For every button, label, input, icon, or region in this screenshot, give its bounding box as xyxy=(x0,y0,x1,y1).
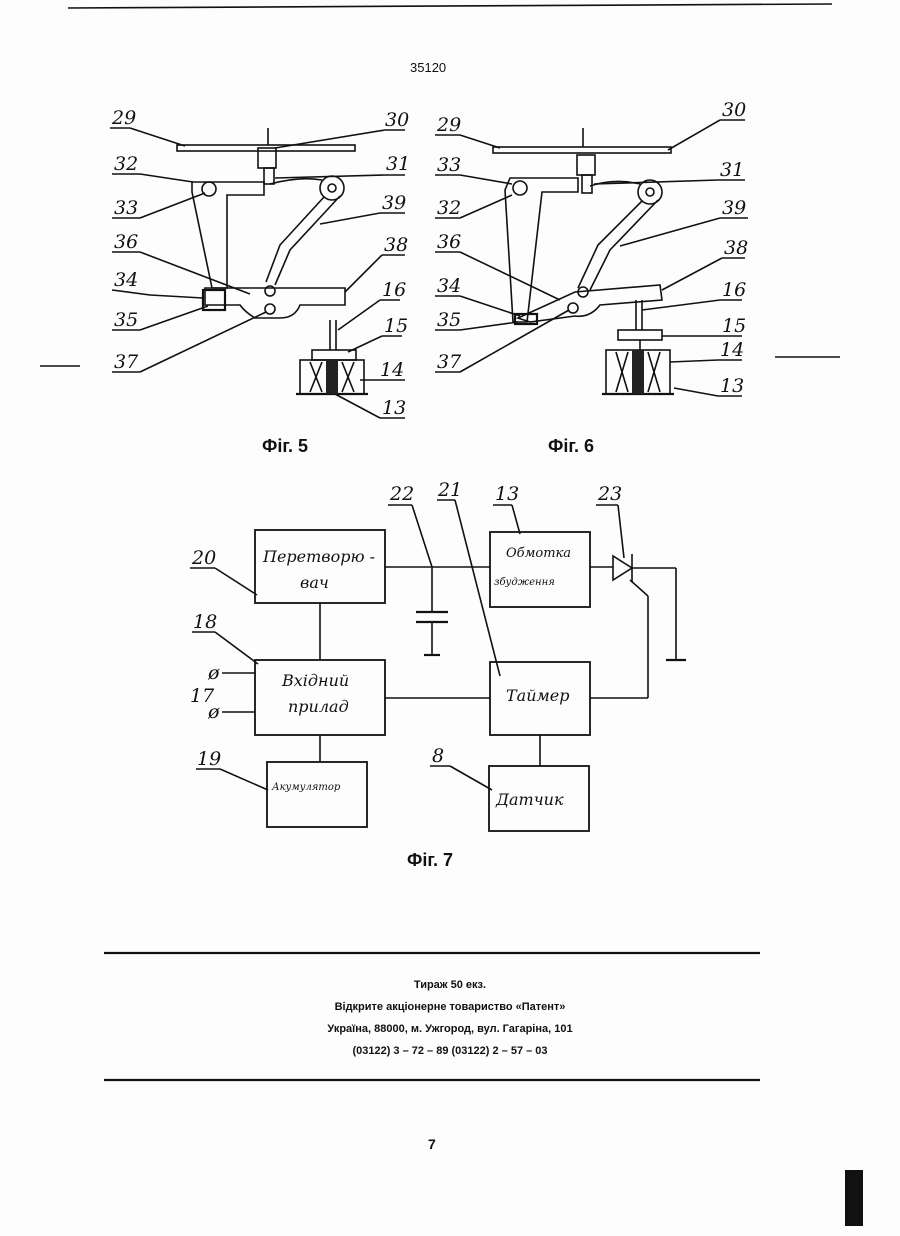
terminal-symbol-2: ø xyxy=(207,701,220,723)
document-number: 35120 xyxy=(410,60,446,75)
fig5-ref-15: 15 xyxy=(384,315,408,337)
thyristor-symbol xyxy=(613,556,632,580)
ref-18: 18 xyxy=(193,611,217,633)
figure-5-drawing xyxy=(110,128,405,418)
ref-13: 13 xyxy=(495,483,519,505)
fig6-ref-33: 33 xyxy=(437,154,461,176)
fig5-ref-14: 14 xyxy=(380,359,404,381)
fig5-ref-34: 34 xyxy=(114,269,138,291)
converter-label-1: Перетворю - xyxy=(262,547,375,566)
fig6-reference-labels: 29 30 33 31 32 39 36 38 34 16 35 15 37 1… xyxy=(436,99,748,397)
sensor-label: Датчик xyxy=(495,790,564,809)
fig5-ref-33: 33 xyxy=(114,197,138,219)
fig5-ref-38: 38 xyxy=(384,234,408,256)
imprint-circulation: Тираж 50 екз. xyxy=(0,979,900,991)
figure-6-drawing xyxy=(435,120,748,396)
ref-20: 20 xyxy=(191,547,216,569)
fig6-ref-36: 36 xyxy=(437,231,461,253)
imprint-address: Україна, 88000, м. Ужгород, вул. Гагарін… xyxy=(0,1023,900,1035)
ref-22: 22 xyxy=(389,483,414,505)
scan-edge-mark xyxy=(845,1170,863,1226)
fig6-ref-34: 34 xyxy=(437,275,461,297)
winding-label-2: збудження xyxy=(494,577,555,588)
fig6-ref-14: 14 xyxy=(720,339,744,361)
fig5-lever xyxy=(192,182,264,288)
ref-19: 19 xyxy=(197,748,221,770)
fig5-ref-29: 29 xyxy=(111,107,136,129)
figure-6-caption: Фіг. 6 xyxy=(548,436,594,457)
winding-block xyxy=(490,532,590,607)
fig6-ref-31: 31 xyxy=(720,159,744,181)
input-label-2: прилад xyxy=(288,697,349,716)
fig5-ref-32: 32 xyxy=(114,153,138,175)
fig5-ref-36: 36 xyxy=(114,231,138,253)
imprint-phones: (03122) 3 – 72 – 89 (03122) 2 – 57 – 03 xyxy=(0,1045,900,1057)
fig6-ref-15: 15 xyxy=(722,315,746,337)
fig5-reference-labels: 29 30 32 31 33 39 36 38 34 16 35 15 37 1… xyxy=(111,107,410,419)
imprint-publisher: Відкрите акціонерне товариство «Патент» xyxy=(0,1001,900,1013)
ref-21: 21 xyxy=(437,479,462,501)
fig6-lever xyxy=(505,178,578,322)
converter-block xyxy=(255,530,385,603)
fig6-ref-39: 39 xyxy=(722,197,746,219)
fig6-ref-35: 35 xyxy=(437,309,461,331)
fig5-ref-13: 13 xyxy=(382,397,406,419)
fig6-ref-13: 13 xyxy=(720,375,744,397)
figure-7-caption: Фіг. 7 xyxy=(407,850,453,871)
converter-label-2: вач xyxy=(300,573,329,592)
ref-23: 23 xyxy=(597,483,622,505)
terminal-symbol-1: ø xyxy=(207,662,220,684)
fig6-ref-37: 37 xyxy=(437,351,462,373)
fig5-ref-35: 35 xyxy=(114,309,138,331)
fig5-ref-30: 30 xyxy=(385,109,409,131)
battery-label: Акумулятор xyxy=(271,782,341,793)
fig6-pivot-33 xyxy=(513,181,527,195)
page-number: 7 xyxy=(428,1136,436,1152)
battery-block xyxy=(267,762,367,827)
fig5-ref-31: 31 xyxy=(386,153,410,175)
fig6-ref-29: 29 xyxy=(436,114,461,136)
fig6-ref-16: 16 xyxy=(722,279,746,301)
fig5-ref-39: 39 xyxy=(382,192,406,214)
winding-label-1: Обмотка xyxy=(506,546,571,561)
input-label-1: Вхідний xyxy=(281,671,349,690)
top-rule xyxy=(68,4,832,8)
timer-label: Таймер xyxy=(506,686,570,705)
figure-5-caption: Фіг. 5 xyxy=(262,436,308,457)
fig6-ref-38: 38 xyxy=(724,237,748,259)
fig6-bracket xyxy=(577,155,595,175)
fig6-ref-32: 32 xyxy=(437,197,461,219)
ref-8: 8 xyxy=(432,745,444,767)
fig6-ref-30: 30 xyxy=(722,99,746,121)
fig5-ref-37: 37 xyxy=(114,351,139,373)
fig6-plate xyxy=(493,147,671,153)
fig5-ref-16: 16 xyxy=(382,279,406,301)
fig7-text: Перетворю - вач Обмотка збудження Вхідни… xyxy=(190,479,622,809)
